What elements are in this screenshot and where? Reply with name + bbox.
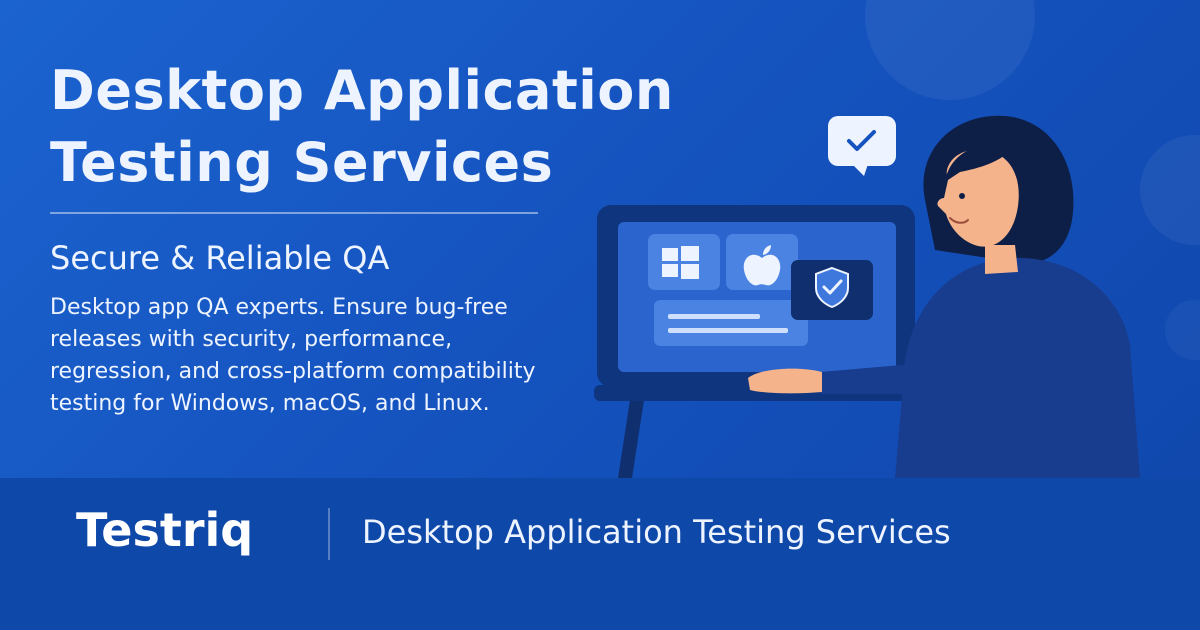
content-line [668,314,760,319]
apple-icon [743,245,781,286]
checkmark-chat-icon [828,116,896,176]
eye [959,193,965,199]
description: Desktop app QA experts. Ensure bug-free … [50,295,536,416]
title-line-2: Testing Services [50,131,554,194]
smile [949,217,969,224]
windows-icon [662,246,699,279]
person-figure [748,115,1140,478]
footer-tagline: Desktop Application Testing Services [362,513,951,551]
footer-bar [0,478,1200,630]
decor-circle [865,0,1035,100]
hand [748,368,822,394]
brand-logo: Testriq [76,503,254,557]
content-panel [654,300,808,346]
page-title: Desktop Application Testing Services [50,55,674,199]
subtitle: Secure & Reliable QA [50,239,390,277]
body [895,257,1140,478]
title-divider [50,212,538,214]
tester-illustration [594,115,1140,478]
arm [820,359,990,394]
footer-divider [328,508,330,560]
hair-bangs [945,145,1010,182]
windows-tile [648,234,720,290]
title-line-1: Desktop Application [50,59,674,122]
content-line [668,328,788,333]
shield-check-icon [815,266,849,309]
neck [985,245,1018,274]
desk-stand [618,400,644,478]
